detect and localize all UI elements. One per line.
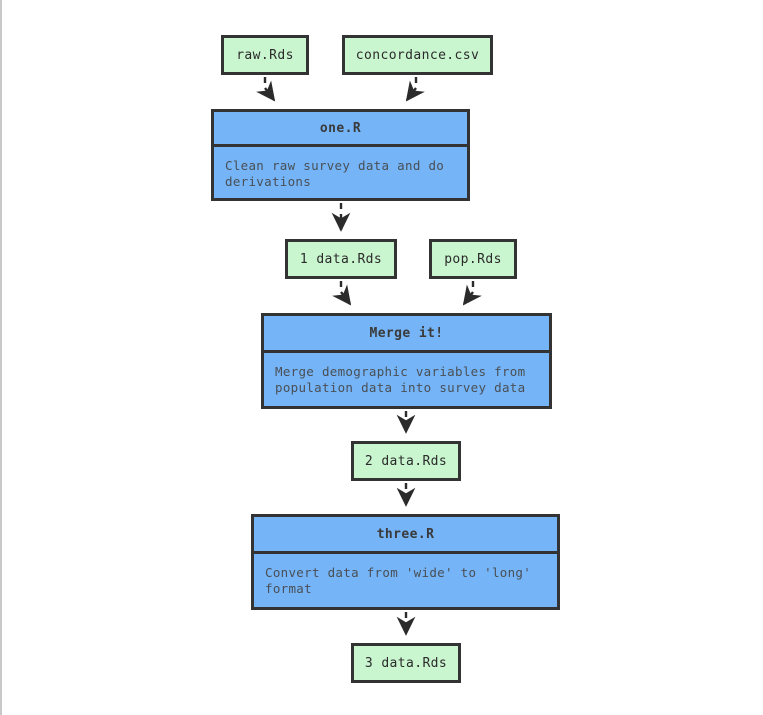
edge-raw-to-one [256, 77, 276, 102]
node-pop-rds[interactable]: pop.Rds [429, 239, 517, 279]
edge-concordance-to-one [405, 77, 425, 102]
node-merge-it[interactable]: Merge it! Merge demographic variables fr… [261, 313, 552, 409]
node-3-data-rds[interactable]: 3 data.Rds [351, 643, 461, 683]
node-raw-rds[interactable]: raw.Rds [221, 35, 309, 75]
node-label: raw.Rds [236, 47, 294, 63]
node-label: 3 data.Rds [364, 655, 448, 671]
node-title: one.R [214, 112, 467, 147]
node-label: 1 data.Rds [299, 251, 383, 267]
edge-1data-to-merge [332, 281, 352, 306]
node-concordance-csv[interactable]: concordance.csv [342, 35, 493, 75]
edge-pop-to-merge [462, 281, 482, 306]
node-description: Convert data from 'wide' to 'long' forma… [265, 565, 532, 596]
node-title: three.R [254, 517, 557, 554]
node-one-r[interactable]: one.R Clean raw survey data and do deriv… [211, 109, 470, 201]
node-label: 2 data.Rds [364, 453, 448, 469]
node-label: pop.Rds [444, 251, 502, 267]
node-1-data-rds[interactable]: 1 data.Rds [285, 239, 397, 279]
node-2-data-rds[interactable]: 2 data.Rds [351, 441, 461, 481]
node-three-r[interactable]: three.R Convert data from 'wide' to 'lon… [251, 514, 560, 610]
node-label: concordance.csv [355, 47, 480, 63]
node-description: Merge demographic variables from populat… [275, 364, 526, 395]
node-title: Merge it! [264, 316, 549, 353]
node-description: Clean raw survey data and do derivations [225, 158, 445, 189]
